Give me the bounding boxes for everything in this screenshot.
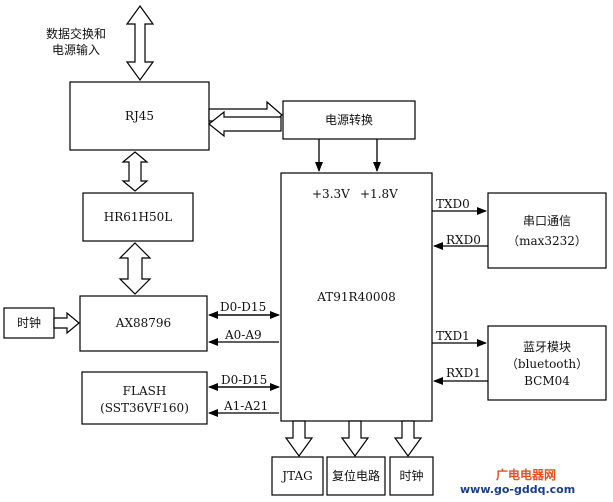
rxd0-label: RXD0 <box>446 233 481 247</box>
mcu-clock-arrow <box>393 420 423 458</box>
clock-bottom-box <box>389 456 434 496</box>
top-bus-arrow <box>125 4 155 82</box>
reset-label: 复位电路 <box>331 469 380 483</box>
txd1-label: TXD1 <box>436 329 470 343</box>
v33-label: +3.3V <box>312 187 350 201</box>
rxd1-label: RXD1 <box>446 366 481 380</box>
top-input-label-line2: 电源输入 <box>52 43 101 57</box>
mcu-reset-arrow <box>340 420 370 458</box>
v18-label: +1.8V <box>360 187 398 201</box>
watermark-url: www.go-gddq.com <box>460 483 576 496</box>
hr61h50l-box <box>82 192 194 242</box>
mcu-box <box>280 172 433 422</box>
flash-box <box>81 371 208 425</box>
bt-box <box>487 325 607 401</box>
clock-ax-arrow <box>53 311 80 335</box>
power-to-rj45-arrow <box>208 110 282 138</box>
ax-data-label: D0-D15 <box>220 300 267 314</box>
power-conv-label: 电源转换 <box>324 113 373 127</box>
clock-bottom-label: 时钟 <box>399 469 424 483</box>
clock-left-label: 时钟 <box>16 316 41 330</box>
power-conv-box <box>282 100 416 140</box>
hr-ax-arrow <box>118 242 152 295</box>
flash-label-line1: FLASH <box>122 384 167 398</box>
mcu-jtag-arrow <box>284 420 314 458</box>
flash-data-label: D0-D15 <box>221 373 268 387</box>
mcu-label: AT91R40008 <box>317 290 396 304</box>
rj45-label: RJ45 <box>124 109 155 123</box>
hr61h50l-label: HR61H50L <box>103 210 173 224</box>
txd0-label: TXD0 <box>436 197 470 211</box>
jtag-box <box>271 456 324 496</box>
serial-label-line1: 串口通信 <box>522 214 571 228</box>
jtag-label: JTAG <box>282 469 313 483</box>
bt-label-line1: 蓝牙模块 <box>522 340 571 354</box>
reset-box <box>326 456 386 496</box>
ax88796-box <box>79 295 208 352</box>
serial-label-line2: （max3232） <box>507 234 587 248</box>
ax-addr-label: A0-A9 <box>225 328 262 342</box>
bt-label-line3: BCM04 <box>524 374 570 388</box>
flash-label-line2: (SST36VF160) <box>100 401 189 415</box>
bt-label-line2: （bluetooth） <box>505 357 589 371</box>
flash-addr-label: A1-A21 <box>224 399 269 413</box>
serial-box <box>487 192 607 269</box>
ax88796-label: AX88796 <box>115 316 172 330</box>
clock-left-box <box>3 307 55 339</box>
rj45-box <box>69 81 210 151</box>
rj45-hr-arrow <box>121 151 149 192</box>
top-input-label-line1: 数据交换和 <box>46 27 107 41</box>
watermark-title: 广电电器网 <box>496 468 557 482</box>
